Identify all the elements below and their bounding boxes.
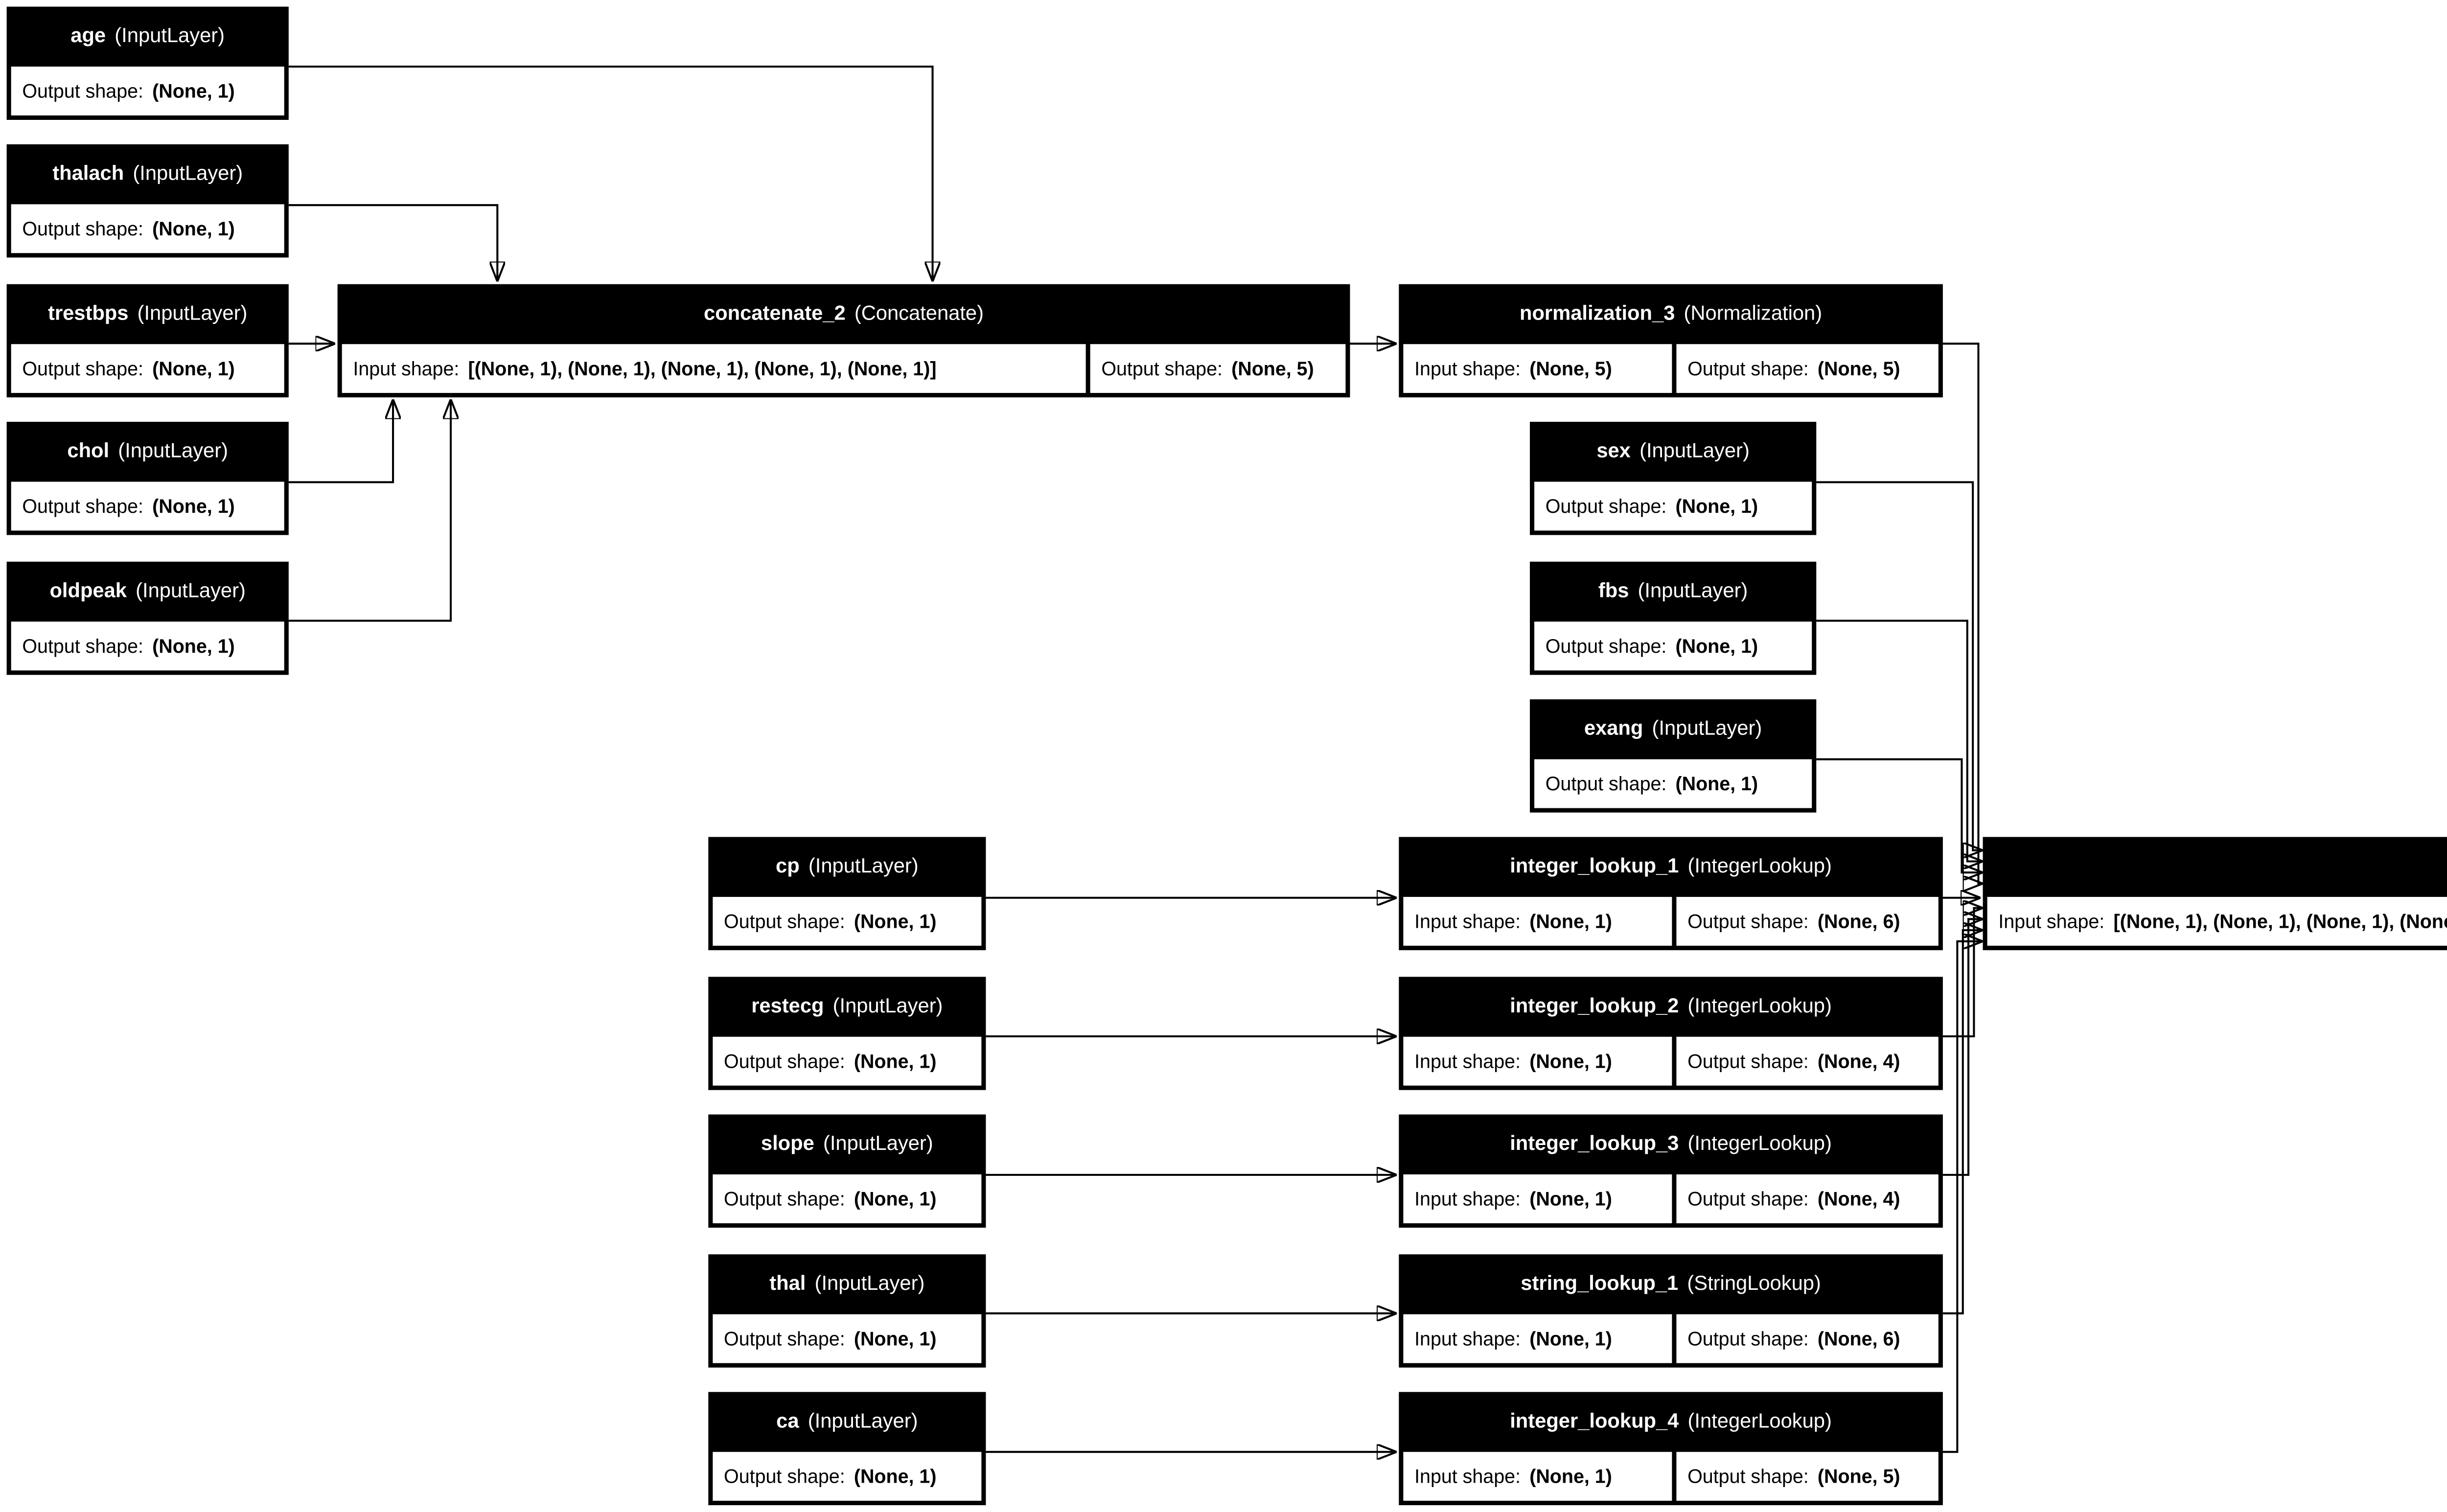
output-shape-cell: Output shape:(None, 1) xyxy=(1534,482,1812,531)
output-shape-cell: Output shape:(None, 6) xyxy=(1676,897,1939,947)
edge-integer_lookup_2-concatenate_3 xyxy=(1942,908,1981,1037)
output-shape-cell: Output shape:(None, 5) xyxy=(1090,344,1346,393)
node-oldpeak: oldpeak(InputLayer) Output shape:(None, … xyxy=(6,561,289,674)
node-restecg: restecg(InputLayer) Output shape:(None, … xyxy=(708,976,986,1090)
output-shape-cell: Output shape:(None, 5) xyxy=(1676,1452,1939,1501)
node-concatenate_2: concatenate_2(Concatenate) Input shape:[… xyxy=(337,283,1350,397)
node-title: thal(InputLayer) xyxy=(769,1271,925,1294)
input-shape-cell: Input shape:(None, 1) xyxy=(1403,1174,1672,1224)
output-shape-cell: Output shape:(None, 6) xyxy=(1676,1313,1939,1362)
input-shape-cell: Input shape:(None, 5) xyxy=(1403,344,1672,393)
edge-oldpeak-concatenate_2 xyxy=(288,401,451,622)
node-title: integer_lookup_3(IntegerLookup) xyxy=(1510,1132,1832,1155)
node-chol: chol(InputLayer) Output shape:(None, 1) xyxy=(6,422,289,536)
node-integer_lookup_3: integer_lookup_3(IntegerLookup) Input sh… xyxy=(1399,1115,1943,1228)
node-title: restecg(InputLayer) xyxy=(751,994,943,1017)
node-title: integer_lookup_4(IntegerLookup) xyxy=(1510,1409,1832,1432)
node-trestbps: trestbps(InputLayer) Output shape:(None,… xyxy=(6,283,289,397)
node-age: age(InputLayer) Output shape:(None, 1) xyxy=(6,6,289,120)
node-title: string_lookup_1(StringLookup) xyxy=(1521,1271,1821,1294)
node-integer_lookup_2: integer_lookup_2(IntegerLookup) Input sh… xyxy=(1399,976,1943,1090)
node-ca: ca(InputLayer) Output shape:(None, 1) xyxy=(708,1392,986,1506)
node-title: slope(InputLayer) xyxy=(761,1132,933,1155)
node-thal: thal(InputLayer) Output shape:(None, 1) xyxy=(708,1253,986,1367)
input-shape-cell: Input shape:(None, 1) xyxy=(1403,897,1672,947)
node-title: oldpeak(InputLayer) xyxy=(49,578,246,601)
edge-sex-concatenate_3 xyxy=(1816,481,1981,850)
output-shape-cell: Output shape:(None, 1) xyxy=(713,897,982,947)
node-title: concatenate_3(Concatenate) xyxy=(1983,838,2447,897)
node-title: thalach(InputLayer) xyxy=(52,162,243,185)
edge-chol-concatenate_2 xyxy=(288,401,393,483)
node-title: integer_lookup_2(IntegerLookup) xyxy=(1510,994,1832,1017)
output-shape-cell: Output shape:(None, 1) xyxy=(11,344,284,393)
edge-string_lookup_1-concatenate_3 xyxy=(1942,930,1981,1315)
node-title: exang(InputLayer) xyxy=(1584,717,1762,739)
output-shape-cell: Output shape:(None, 1) xyxy=(713,1036,982,1085)
node-title: trestbps(InputLayer) xyxy=(47,301,248,324)
output-shape-cell: Output shape:(None, 1) xyxy=(11,67,284,115)
node-title: sex(InputLayer) xyxy=(1596,440,1750,462)
node-title: age(InputLayer) xyxy=(70,24,225,47)
node-cp: cp(InputLayer) Output shape:(None, 1) xyxy=(708,838,986,951)
edge-age-concatenate_2 xyxy=(288,66,933,279)
node-title: ca(InputLayer) xyxy=(776,1409,918,1432)
node-integer_lookup_1: integer_lookup_1(IntegerLookup) Input sh… xyxy=(1399,838,1943,951)
input-shape-cell: Input shape:(None, 1) xyxy=(1403,1313,1672,1362)
edge-integer_lookup_4-concatenate_3 xyxy=(1942,941,1981,1453)
output-shape-cell: Output shape:(None, 1) xyxy=(713,1313,982,1362)
node-title: cp(InputLayer) xyxy=(776,855,919,878)
edge-fbs-concatenate_3 xyxy=(1816,619,1981,862)
node-concatenate_3: concatenate_3(Concatenate) Input shape:[… xyxy=(1983,838,2447,951)
node-integer_lookup_4: integer_lookup_4(IntegerLookup) Input sh… xyxy=(1399,1392,1943,1506)
node-normalization_3: normalization_3(Normalization) Input sha… xyxy=(1399,283,1943,397)
node-title: integer_lookup_1(IntegerLookup) xyxy=(1510,855,1832,878)
node-title: concatenate_2(Concatenate) xyxy=(704,301,984,324)
output-shape-cell: Output shape:(None, 1) xyxy=(11,482,284,531)
input-shape-cell: Input shape:(None, 1) xyxy=(1403,1452,1672,1501)
input-shape-cell: Input shape:[(None, 1), (None, 1), (None… xyxy=(342,344,1086,393)
node-title: normalization_3(Normalization) xyxy=(1520,301,1823,324)
node-thalach: thalach(InputLayer) Output shape:(None, … xyxy=(6,145,289,259)
edge-thalach-concatenate_2 xyxy=(288,204,497,279)
node-exang: exang(InputLayer) Output shape:(None, 1) xyxy=(1529,699,1817,813)
node-string_lookup_1: string_lookup_1(StringLookup) Input shap… xyxy=(1399,1253,1943,1367)
output-shape-cell: Output shape:(None, 4) xyxy=(1676,1036,1939,1085)
edge-integer_lookup_3-concatenate_3 xyxy=(1942,919,1981,1176)
output-shape-cell: Output shape:(None, 1) xyxy=(11,205,284,254)
input-shape-cell: Input shape:[(None, 1), (None, 1), (None… xyxy=(1987,897,2447,947)
output-shape-cell: Output shape:(None, 1) xyxy=(1534,759,1812,808)
output-shape-cell: Output shape:(None, 4) xyxy=(1676,1174,1939,1224)
output-shape-cell: Output shape:(None, 1) xyxy=(11,620,284,670)
input-shape-cell: Input shape:(None, 1) xyxy=(1403,1036,1672,1085)
node-title: chol(InputLayer) xyxy=(67,440,229,462)
output-shape-cell: Output shape:(None, 5) xyxy=(1676,344,1939,393)
edge-normalization_3-concatenate_3 xyxy=(1942,343,1981,883)
node-slope: slope(InputLayer) Output shape:(None, 1) xyxy=(708,1115,986,1228)
node-fbs: fbs(InputLayer) Output shape:(None, 1) xyxy=(1529,561,1817,674)
output-shape-cell: Output shape:(None, 1) xyxy=(713,1452,982,1501)
node-sex: sex(InputLayer) Output shape:(None, 1) xyxy=(1529,422,1817,536)
output-shape-cell: Output shape:(None, 1) xyxy=(1534,620,1812,670)
output-shape-cell: Output shape:(None, 1) xyxy=(713,1174,982,1224)
node-title: fbs(InputLayer) xyxy=(1598,578,1748,601)
